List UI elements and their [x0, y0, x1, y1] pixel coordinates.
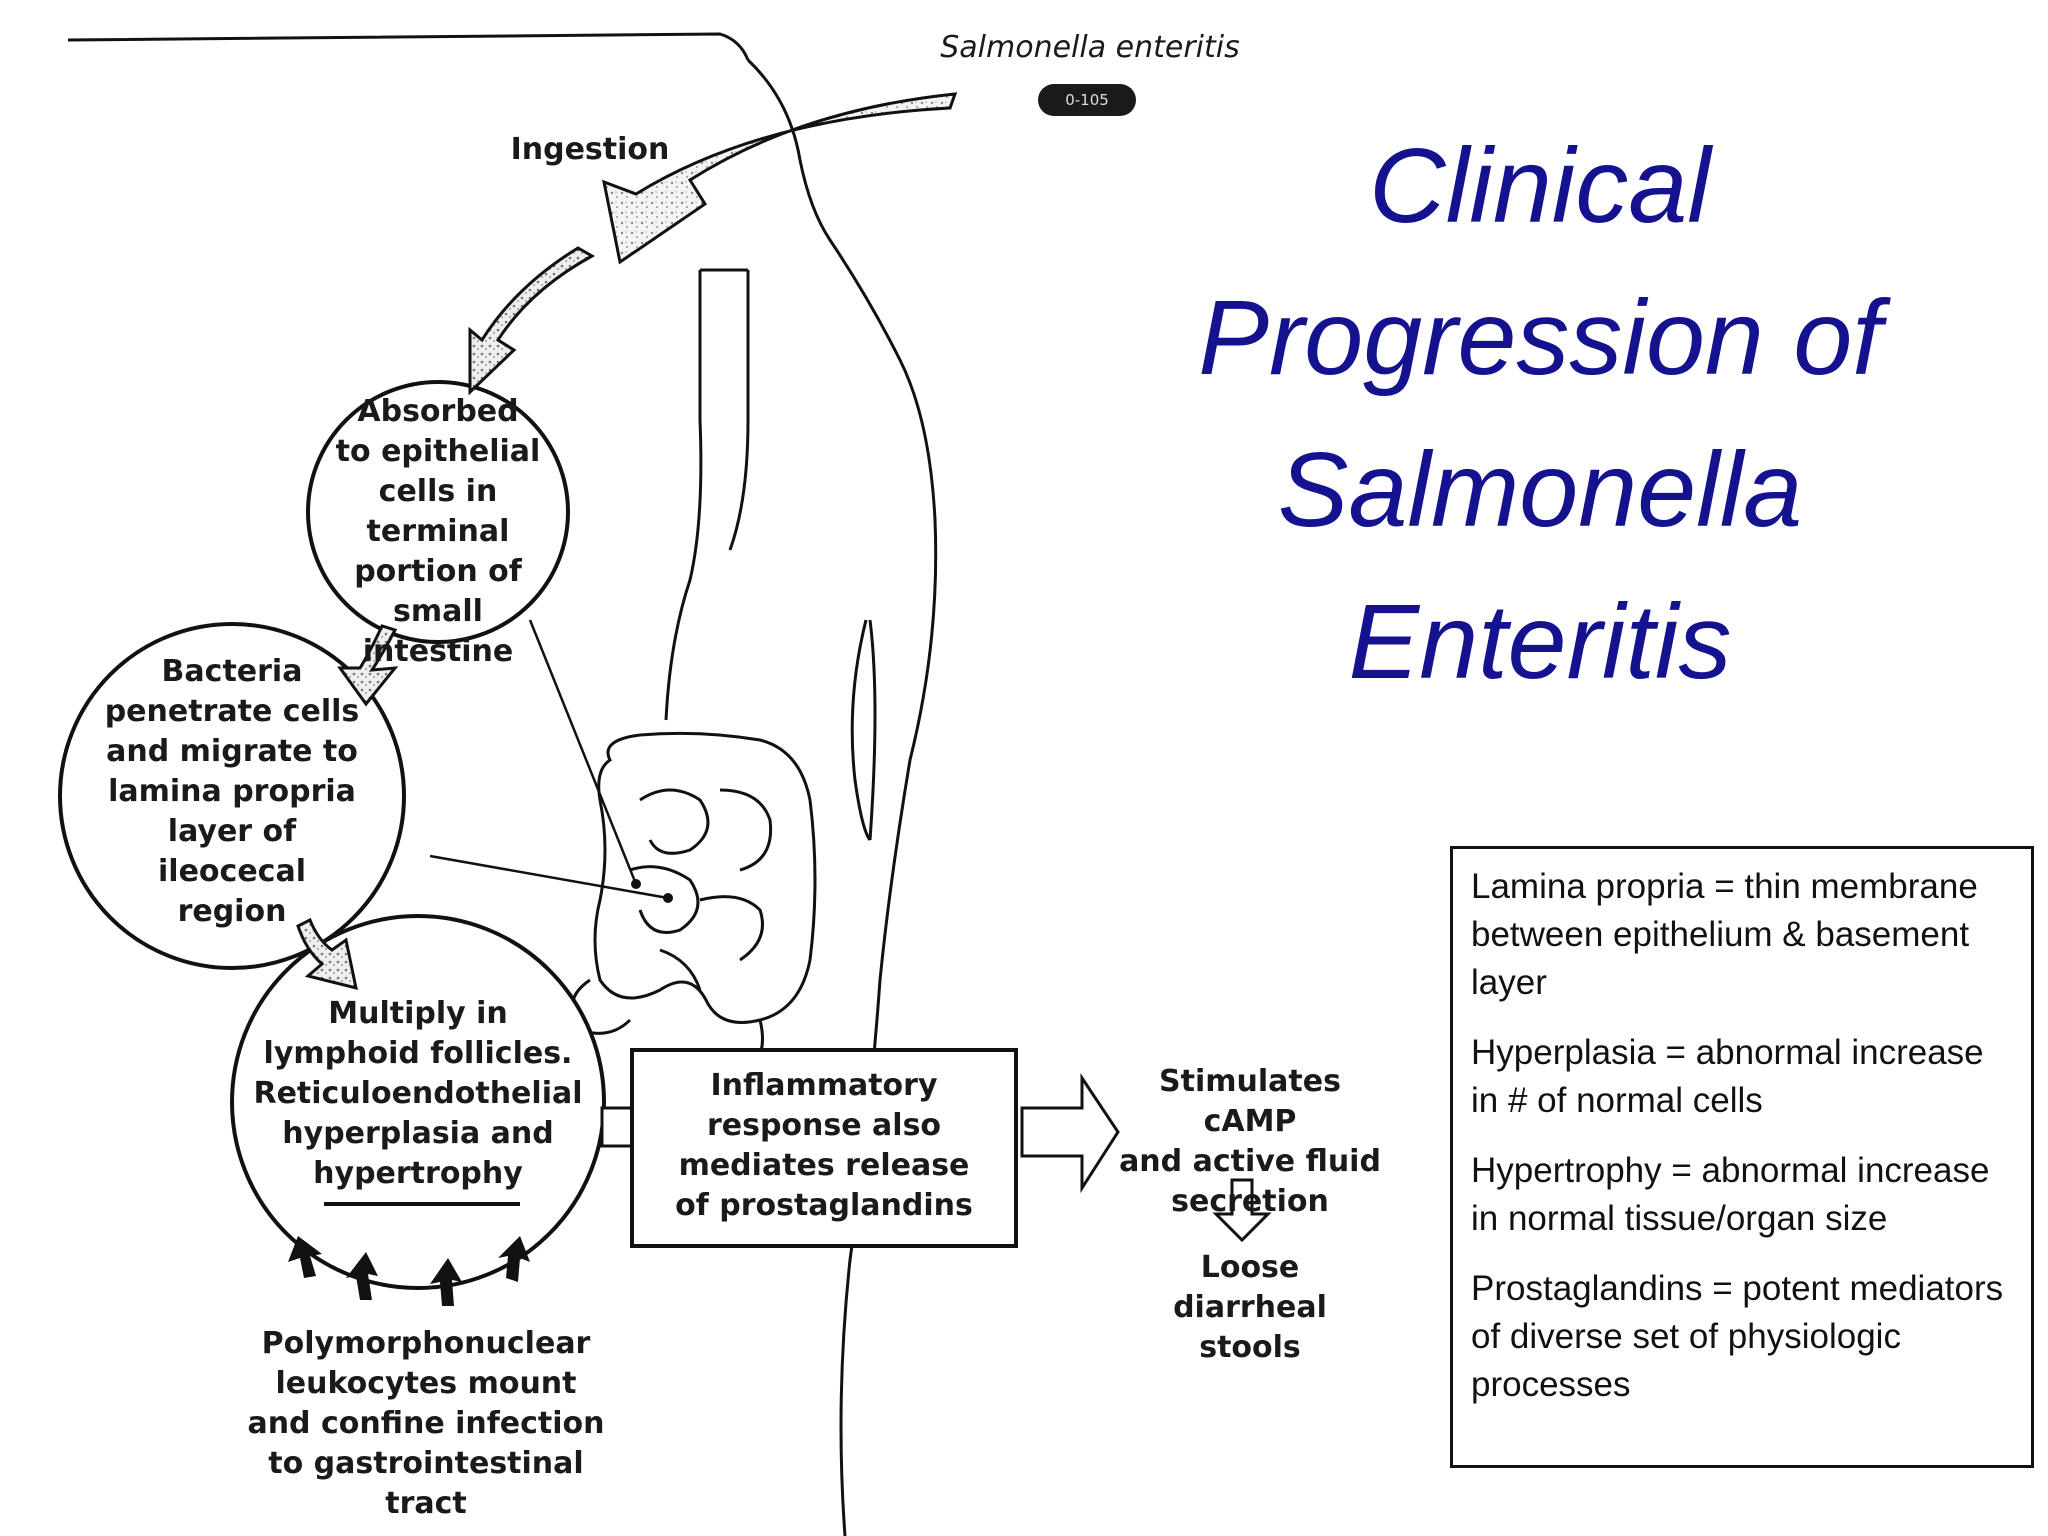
pmn-arrow [346, 1252, 378, 1300]
glossary-item: Hyperplasia = abnormal increase in # of … [1471, 1033, 1984, 1120]
glossary-item: Prostaglandins = potent mediators of div… [1471, 1269, 2004, 1404]
ingestion-arrow [601, 92, 958, 265]
organism-label: Salmonella enteritis [940, 30, 1240, 65]
stage-penetrate-text: Bacteria penetrate cells and migrate to … [104, 654, 360, 929]
intestines-illustration [570, 731, 817, 1084]
camp-text: Stimulates cAMP and active fluid secreti… [1119, 1064, 1381, 1219]
pointer-lines [429, 619, 669, 900]
glossary-item: Hypertrophy = abnormal increase in norma… [1471, 1151, 1990, 1238]
arrow-to-multiply [296, 917, 358, 991]
glossary-item: Lamina propria = thin membrane between e… [1471, 867, 1978, 1002]
slide-title: Clinical Progression of Salmonella Enter… [1198, 127, 1882, 701]
stage-circle-absorbed [306, 380, 570, 644]
arrow-to-camp [1020, 1073, 1120, 1194]
pmn-text: Polymorphonuclear leukocytes mount and c… [247, 1326, 605, 1521]
glossary-box: Lamina propria = thin membrane between e… [1450, 846, 2034, 1468]
stage-circle-penetrate [58, 622, 406, 970]
ingestion-label: Ingestion [510, 132, 670, 167]
inflammatory-box-text: Inflammatory response also mediates rele… [675, 1068, 973, 1223]
stage-circle-multiply [230, 914, 606, 1290]
arrow-down-to-stools [1212, 1178, 1272, 1243]
pmn-arrow [430, 1258, 462, 1306]
pmn-arrow [498, 1236, 530, 1282]
arrow-to-absorbed [468, 246, 596, 396]
stage-absorbed-text: Absorbed to epithelial cells in terminal… [335, 394, 541, 669]
stage-multiply-text: Multiply in lymphoid follicles. Reticulo… [253, 996, 583, 1191]
inflammatory-box [630, 1048, 1018, 1248]
organism-badge: 0-105 [1038, 84, 1136, 116]
stools-text: Loose diarrheal stools [1173, 1250, 1327, 1365]
pmn-arrow [288, 1236, 322, 1278]
pmn-arrows [288, 1236, 530, 1306]
arrow-to-penetrate [337, 624, 399, 707]
